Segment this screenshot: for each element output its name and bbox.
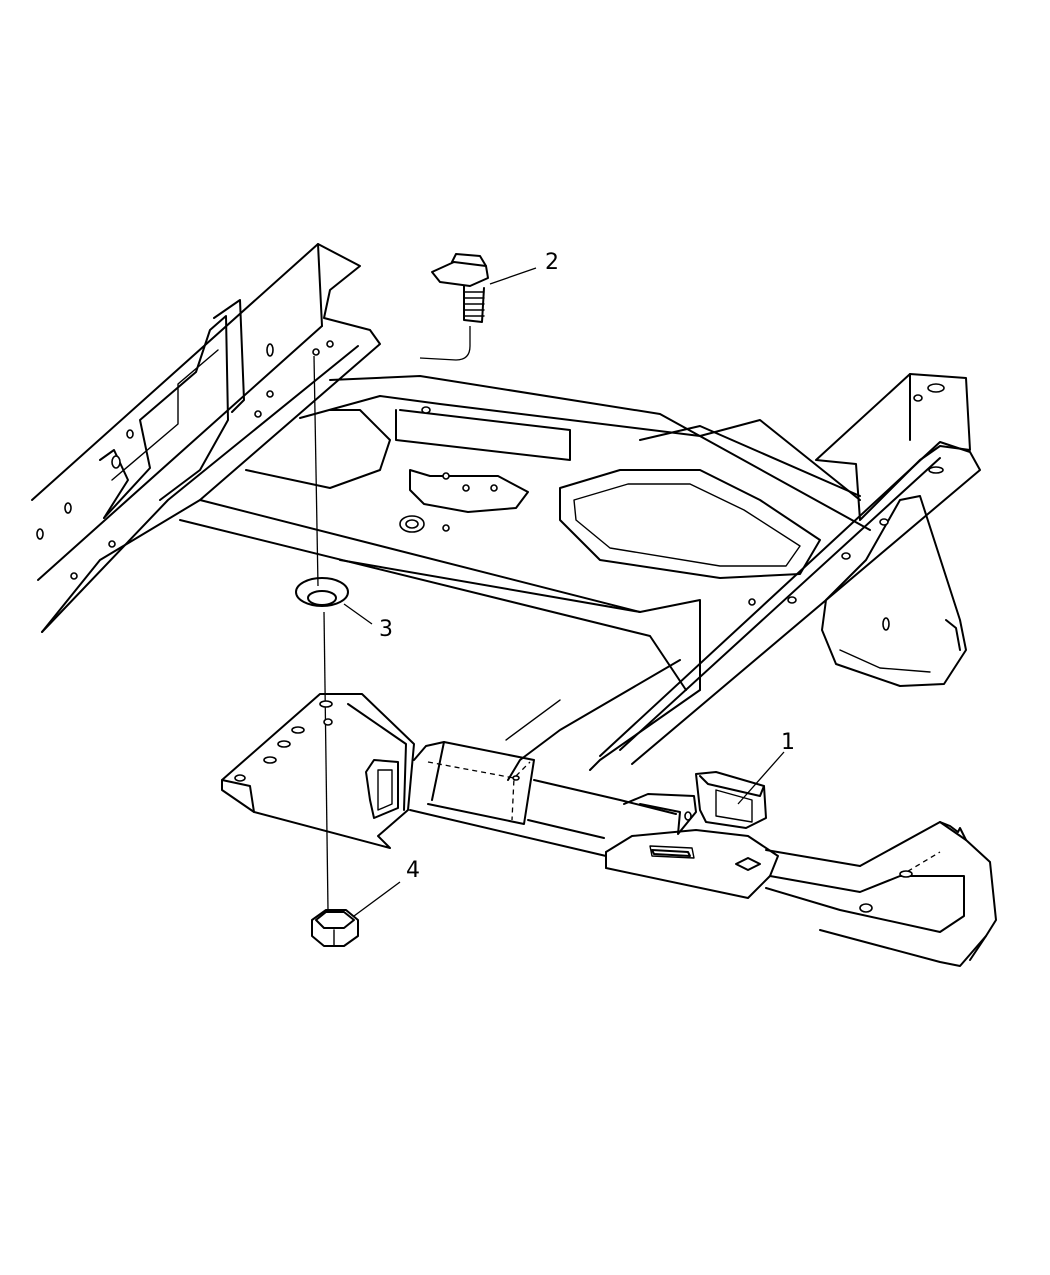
leader-part-2 [489,267,537,285]
nut-part-4 [311,909,359,947]
callout-part-3: 3 [379,617,393,642]
leader-part-4 [353,881,401,917]
cross-member [179,375,871,781]
hitch-receiver-part-1 [221,693,997,967]
assembly-guide-lines [313,355,329,911]
right-frame-rail [599,373,981,765]
leader-part-1 [737,751,785,805]
leader-part-3 [343,603,373,625]
bolt-part-2 [419,253,489,361]
left-frame-rail [31,243,381,633]
callout-part-1: 1 [781,730,795,755]
callout-leaders [343,267,785,917]
callout-part-2: 2 [545,250,559,275]
washer-part-3 [295,577,349,607]
callout-part-4: 4 [406,858,420,883]
